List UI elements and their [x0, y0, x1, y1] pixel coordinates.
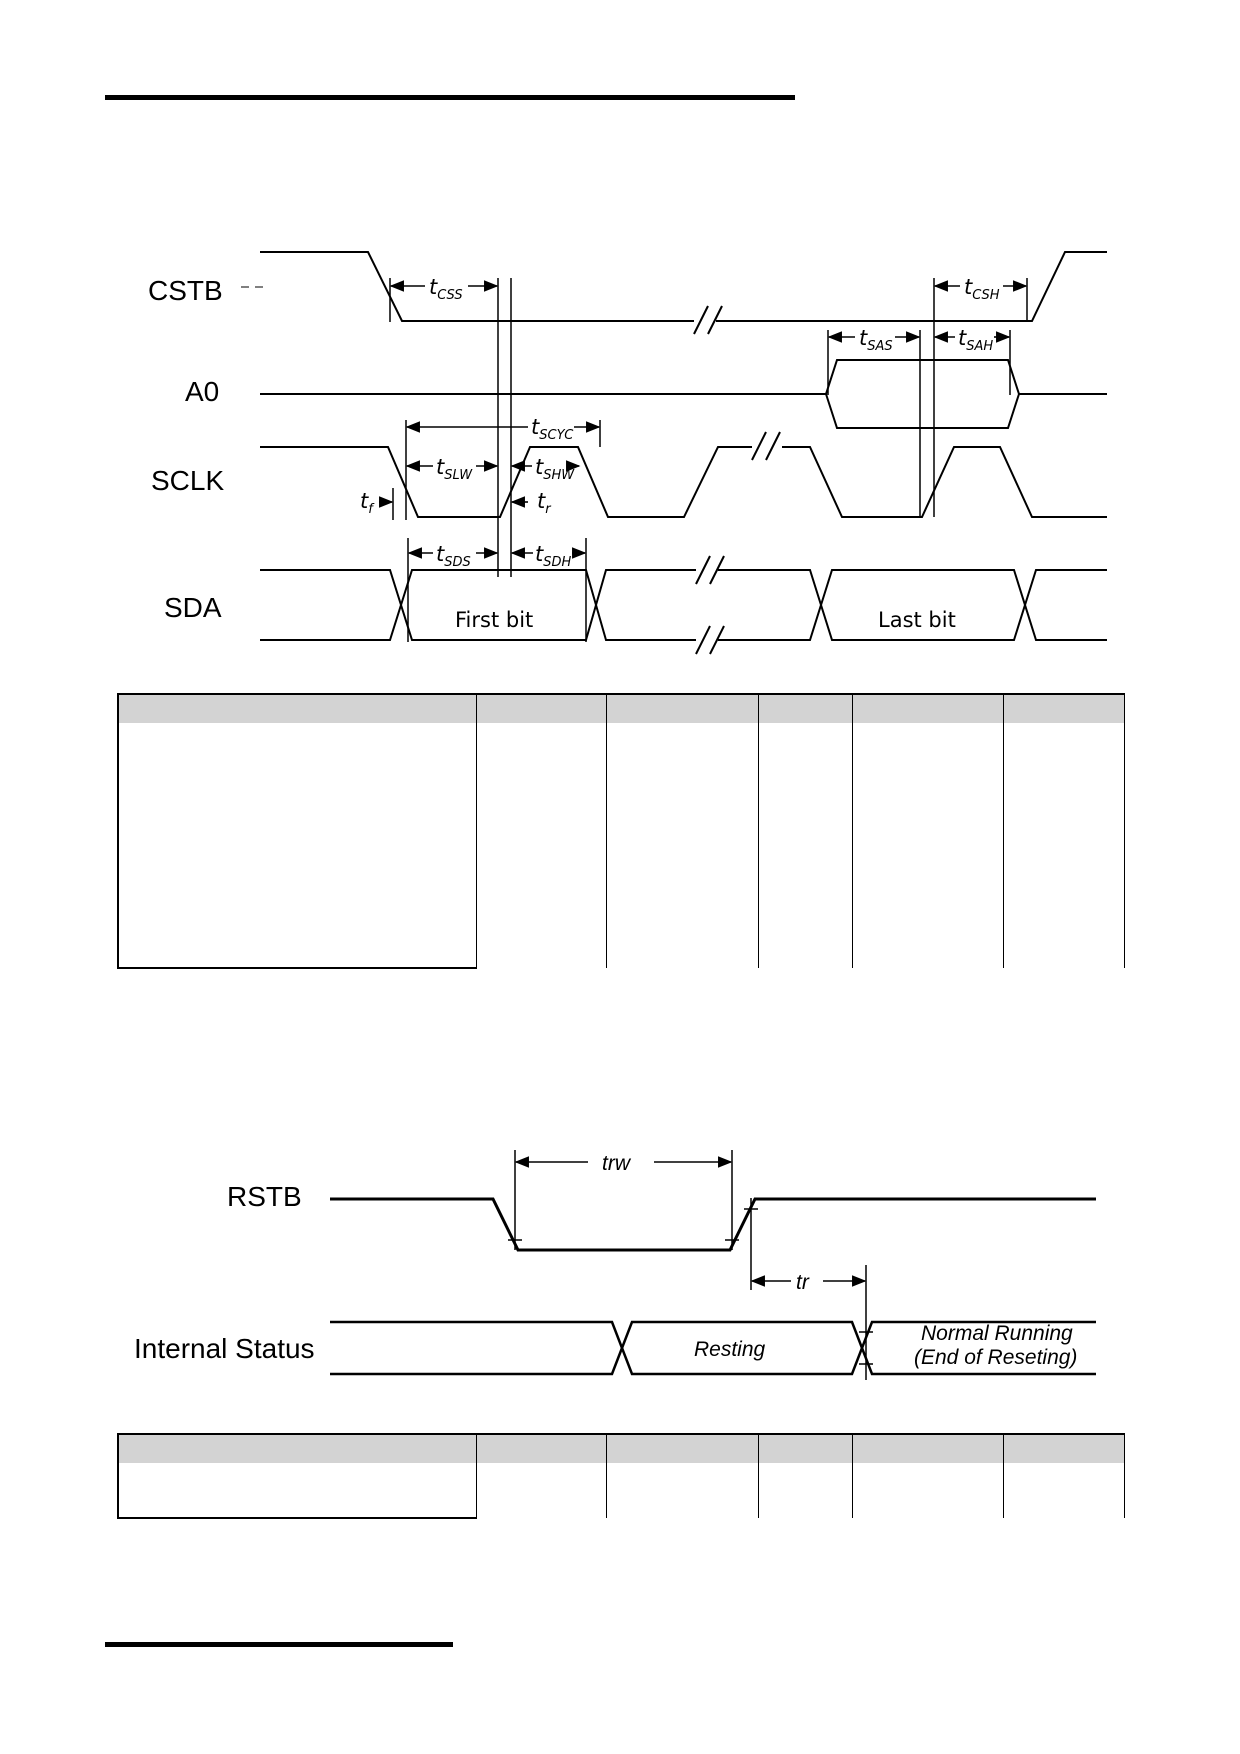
sda-high-2 — [718, 569, 1107, 641]
signal-internal-status-label: Internal Status — [134, 1333, 315, 1364]
break-mark — [693, 305, 709, 335]
table-header-cell — [475, 693, 607, 723]
table-cell — [1002, 723, 1125, 968]
rstb-waveform — [330, 1197, 1096, 1252]
sda-low-2 — [718, 569, 1107, 641]
label-tsdh: tSDH — [535, 542, 571, 570]
table-header-cell — [475, 1433, 607, 1463]
cstb-waveform — [260, 251, 694, 322]
serial-timing-table — [117, 693, 1125, 969]
last-bit-label: Last bit — [878, 608, 956, 632]
header-rule — [105, 95, 795, 100]
signal-sclk-label: SCLK — [151, 465, 224, 496]
table-header-cell — [851, 693, 1004, 723]
sclk-waveform-end — [782, 446, 1107, 518]
table-cell — [757, 1463, 853, 1518]
table-header-cell — [757, 1433, 853, 1463]
table-row — [117, 723, 1125, 969]
table-header-cell — [605, 1433, 759, 1463]
label-trw: trw — [602, 1152, 632, 1175]
label-tr-reset: tr — [796, 1271, 810, 1294]
table-cell — [605, 1463, 759, 1518]
label-tslw: tSLW — [436, 455, 473, 483]
break-mark — [709, 625, 725, 655]
table-cell — [851, 1463, 1004, 1518]
table-cell — [757, 723, 853, 968]
table-cell — [117, 1463, 477, 1519]
break-mark — [707, 305, 723, 335]
label-tcss: tCSS — [429, 275, 463, 303]
table-header-cell — [117, 1433, 477, 1463]
status-high — [330, 1320, 1096, 1376]
cstb-waveform-end — [716, 251, 1107, 322]
label-tsds: tSDS — [436, 542, 471, 570]
label-tshw: tSHW — [535, 455, 575, 483]
table-header-cell — [117, 693, 477, 723]
label-tscyc: tSCYC — [531, 415, 574, 443]
signal-a0-label: A0 — [185, 376, 219, 407]
label-tf: tf — [360, 489, 375, 517]
a0-waveform — [260, 359, 1107, 395]
table-header-cell — [1002, 1433, 1125, 1463]
break-mark — [765, 431, 781, 461]
break-mark — [709, 555, 725, 585]
signal-cstb-label: CSTB — [148, 275, 223, 306]
status-low — [330, 1320, 1096, 1376]
break-mark — [751, 431, 767, 461]
table-header-cell — [757, 693, 853, 723]
label-tcsh: tCSH — [964, 275, 1000, 303]
table-row — [117, 1463, 1125, 1519]
break-mark — [695, 625, 711, 655]
footer-rule — [105, 1642, 453, 1647]
signal-sda-label: SDA — [164, 592, 222, 623]
table-cell — [475, 1463, 607, 1518]
label-tsas: tSAS — [859, 326, 893, 354]
table-header-row — [117, 1433, 1125, 1463]
normal-running-label: Normal Running — [921, 1322, 1073, 1345]
table-header-cell — [1002, 693, 1125, 723]
break-mark — [695, 555, 711, 585]
a0-waveform-low — [825, 393, 1020, 429]
first-bit-label: First bit — [455, 608, 533, 632]
table-cell — [117, 723, 477, 969]
sda-high — [260, 569, 696, 641]
table-cell — [475, 723, 607, 968]
table-header-cell — [605, 693, 759, 723]
label-tr: tr — [537, 489, 552, 517]
table-cell — [851, 723, 1004, 968]
table-header-row — [117, 693, 1125, 723]
label-tsah: tSAH — [958, 326, 993, 354]
reset-timing-table — [117, 1433, 1125, 1519]
table-header-cell — [851, 1433, 1004, 1463]
serial-timing-diagram: CSTB A0 SCLK SDA — [148, 251, 1107, 655]
signal-rstb-label: RSTB — [227, 1181, 302, 1212]
resting-label: Resting — [694, 1338, 766, 1361]
end-of-reseting-label: (End of Reseting) — [914, 1346, 1077, 1369]
sda-low — [260, 569, 696, 641]
table-cell — [1002, 1463, 1125, 1518]
sclk-waveform — [260, 446, 752, 518]
